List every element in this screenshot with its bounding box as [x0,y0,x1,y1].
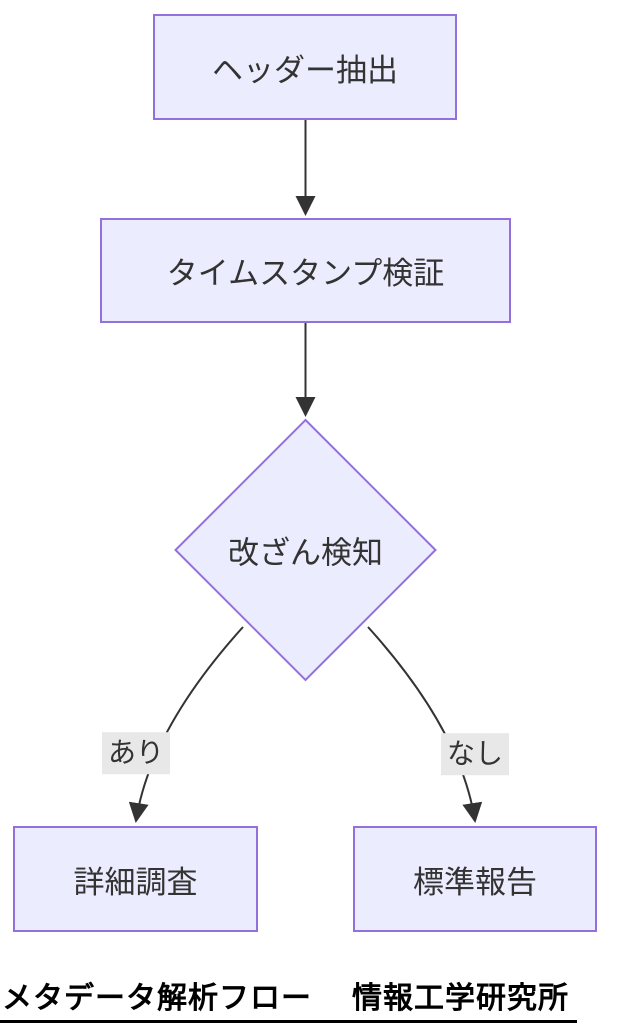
edge-tamper-to-detail [128,626,244,823]
edge-tamper-to-report [367,626,483,823]
node-standard-report: 標準報告 [353,826,597,932]
node-tamper-detect-text: 改ざん検知 [228,535,383,571]
edge-label-ari: あり [101,732,171,774]
node-detailed-investigation-label: 詳細調査 [73,864,198,900]
edge-label-nashi: なし [440,733,510,775]
caption: メタデータ解析フロー 情報工学研究所 [0,973,577,1023]
caption-title: メタデータ解析フロー [2,982,312,1015]
node-tamper-detect-shape [174,418,437,682]
node-standard-report-label: 標準報告 [413,864,537,900]
node-header-extract-label: ヘッダー抽出 [212,52,398,88]
caption-organization: 情報工学研究所 [352,982,569,1015]
node-timestamp-verify-label: タイムスタンプ検証 [166,256,445,291]
node-tamper-detect-label: 改ざん検知 [228,528,383,573]
node-detailed-investigation: 詳細調査 [13,826,258,932]
node-header-extract: ヘッダー抽出 [153,14,457,120]
node-timestamp-verify: タイムスタンプ検証 [100,218,511,323]
